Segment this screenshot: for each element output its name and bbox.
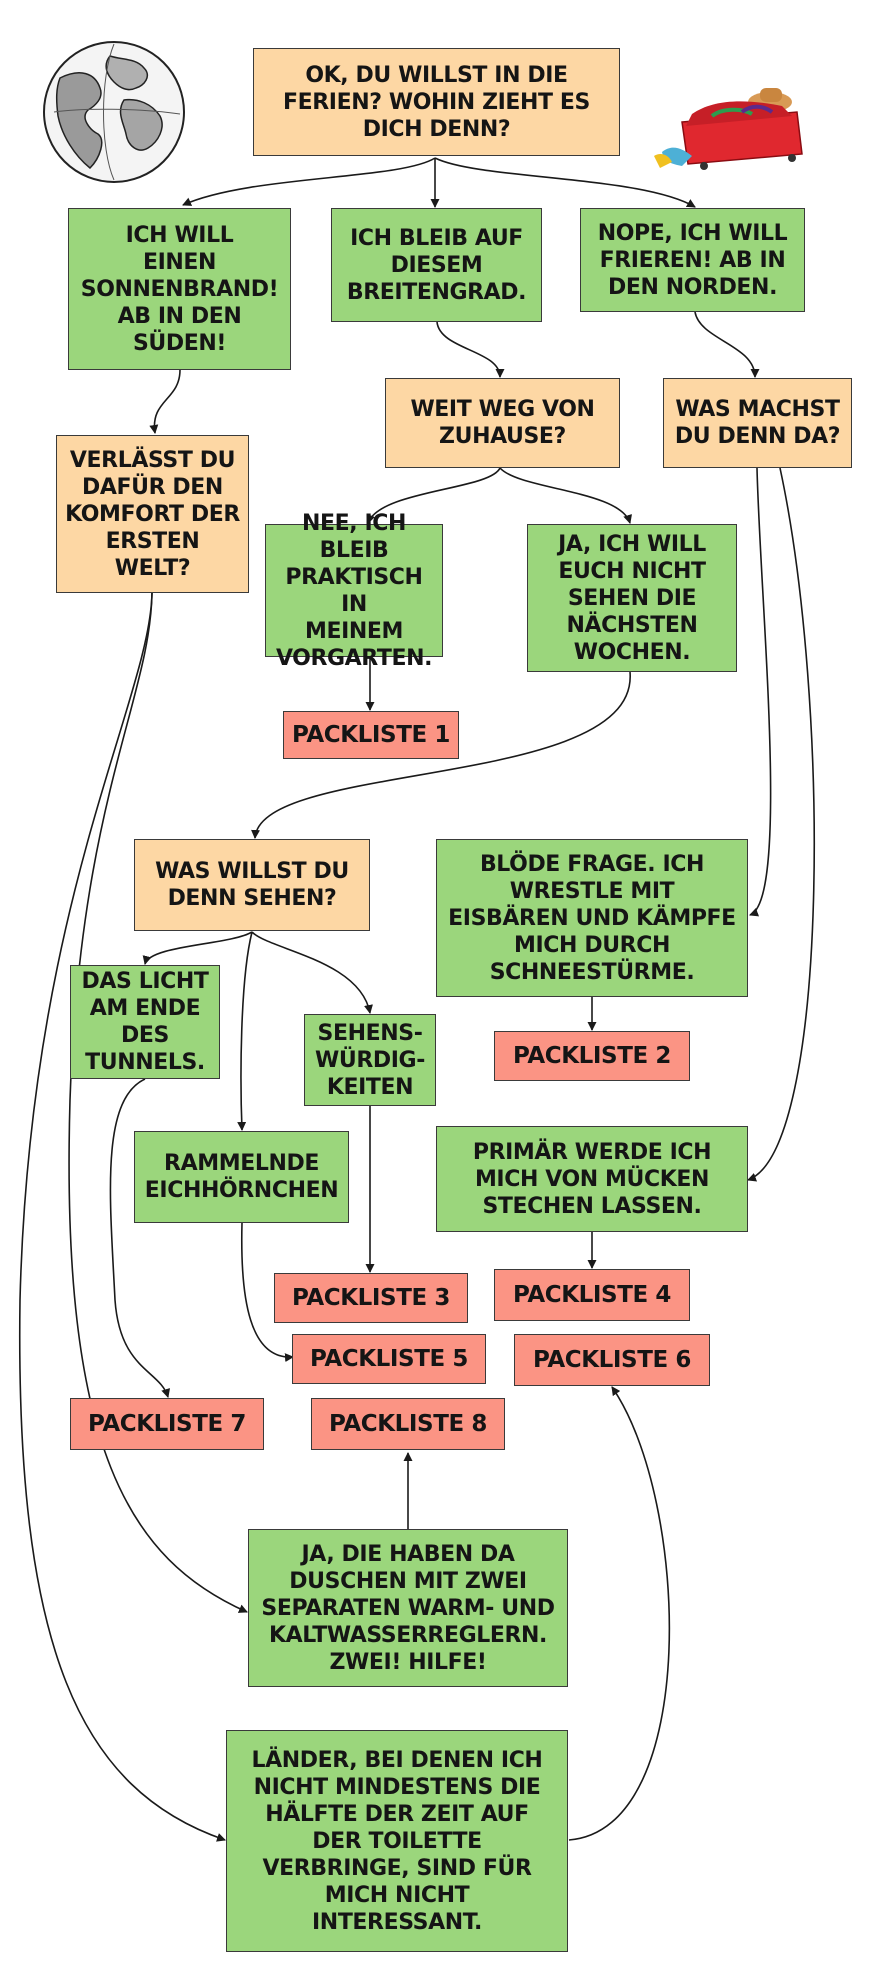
answer-sights: SEHENS- WÜRDIG- KEITEN [304, 1014, 436, 1106]
answer-garden: NEE, ICH BLEIB PRAKTISCH IN MEINEM VORGA… [265, 511, 443, 671]
answer-garden-text: NEE, ICH BLEIB PRAKTISCH IN MEINEM VORGA… [275, 510, 433, 671]
edge-see-light [142, 931, 253, 965]
answer-toilet-text: LÄNDER, BEI DENEN ICH NICHT MINDESTENS D… [251, 1747, 543, 1935]
edge-comfort-showers [68, 592, 248, 1613]
edge-toilet-pack6 [568, 1386, 671, 1841]
packliste-3-text: PACKLISTE 3 [291, 1284, 451, 1311]
packliste-1: PACKLISTE 1 [283, 711, 459, 759]
answer-north-text: NOPE, ICH WILL FRIEREN! AB IN DEN NORDEN… [597, 220, 788, 300]
globe-icon [43, 41, 185, 183]
answer-south-text: ICH WILL EINEN SONNENBRAND! AB IN DEN SÜ… [80, 222, 279, 356]
edge-doing-bears [749, 467, 772, 917]
packliste-7: PACKLISTE 7 [70, 1398, 264, 1450]
answer-stay-text: ICH BLEIB AUF DIESEM BREITENGRAD. [346, 225, 527, 305]
question-comfort-text: VERLÄSST DU DAFÜR DEN KOMFORT DER ERSTEN… [65, 447, 240, 581]
question-see-text: WAS WILLST DU DENN SEHEN? [155, 859, 349, 911]
edge-start-south [182, 157, 436, 206]
edge-light-pack7 [109, 1078, 171, 1398]
packliste-3: PACKLISTE 3 [274, 1273, 468, 1323]
packliste-8: PACKLISTE 8 [311, 1398, 505, 1450]
packliste-1-text: PACKLISTE 1 [291, 721, 451, 748]
answer-sights-text: SEHENS- WÜRDIG- KEITEN [315, 1020, 425, 1100]
answer-light-text: DAS LICHT AM ENDE DES TUNNELS. [81, 969, 209, 1075]
edge-south-comfort [149, 369, 181, 434]
answer-stay: ICH BLEIB AUF DIESEM BREITENGRAD. [331, 208, 542, 322]
answer-north: NOPE, ICH WILL FRIEREN! AB IN DEN NORDEN… [580, 208, 805, 312]
answer-south: ICH WILL EINEN SONNENBRAND! AB IN DEN SÜ… [68, 208, 291, 370]
edge-doing-mosquito [747, 467, 816, 1182]
answer-bears: BLÖDE FRAGE. ICH WRESTLE MIT EISBÄREN UN… [436, 839, 748, 997]
answer-away-text: JA, ICH WILL EUCH NICHT SEHEN DIE NÄCHST… [558, 531, 706, 665]
packliste-7-text: PACKLISTE 7 [87, 1410, 247, 1437]
answer-showers: JA, DIE HABEN DA DUSCHEN MIT ZWEI SEPARA… [248, 1529, 568, 1687]
packliste-4: PACKLISTE 4 [494, 1269, 690, 1321]
edge-stay-far [436, 321, 505, 378]
answer-squirrels: RAMMELNDE EICHHÖRNCHEN [134, 1131, 349, 1223]
question-comfort: VERLÄSST DU DAFÜR DEN KOMFORT DER ERSTEN… [56, 435, 249, 593]
packliste-2: PACKLISTE 2 [494, 1031, 690, 1081]
suitcase-icon [654, 88, 803, 170]
edge-north-doing [694, 311, 760, 378]
packliste-8-text: PACKLISTE 8 [328, 1410, 488, 1437]
question-doing-text: WAS MACHST DU DENN DA? [674, 397, 841, 449]
question-far: WEIT WEG VON ZUHAUSE? [385, 378, 620, 468]
packliste-5-text: PACKLISTE 5 [309, 1345, 469, 1372]
answer-mosquito: PRIMÄR WERDE ICH MICH VON MÜCKEN STECHEN… [436, 1126, 748, 1232]
answer-showers-text: JA, DIE HABEN DA DUSCHEN MIT ZWEI SEPARA… [261, 1541, 555, 1675]
edge-see-sights [251, 931, 373, 1014]
packliste-6: PACKLISTE 6 [514, 1334, 710, 1386]
question-far-text: WEIT WEG VON ZUHAUSE? [410, 397, 595, 449]
answer-away: JA, ICH WILL EUCH NICHT SEHEN DIE NÄCHST… [527, 524, 737, 672]
start-question: OK, DU WILLST IN DIE FERIEN? WOHIN ZIEHT… [253, 48, 620, 156]
packliste-6-text: PACKLISTE 6 [532, 1346, 692, 1373]
edge-see-squirrels [237, 931, 253, 1131]
answer-light: DAS LICHT AM ENDE DES TUNNELS. [70, 965, 220, 1079]
question-doing: WAS MACHST DU DENN DA? [663, 378, 852, 468]
answer-toilet: LÄNDER, BEI DENEN ICH NICHT MINDESTENS D… [226, 1730, 568, 1952]
edge-far-away [499, 467, 632, 524]
answer-squirrels-text: RAMMELNDE EICHHÖRNCHEN [144, 1151, 339, 1203]
packliste-4-text: PACKLISTE 4 [512, 1281, 672, 1308]
answer-mosquito-text: PRIMÄR WERDE ICH MICH VON MÜCKEN STECHEN… [472, 1139, 712, 1219]
packliste-2-text: PACKLISTE 2 [512, 1042, 672, 1069]
packliste-5: PACKLISTE 5 [292, 1334, 486, 1384]
question-see: WAS WILLST DU DENN SEHEN? [134, 839, 370, 931]
start-question-text: OK, DU WILLST IN DIE FERIEN? WOHIN ZIEHT… [283, 62, 590, 142]
answer-bears-text: BLÖDE FRAGE. ICH WRESTLE MIT EISBÄREN UN… [448, 851, 736, 985]
